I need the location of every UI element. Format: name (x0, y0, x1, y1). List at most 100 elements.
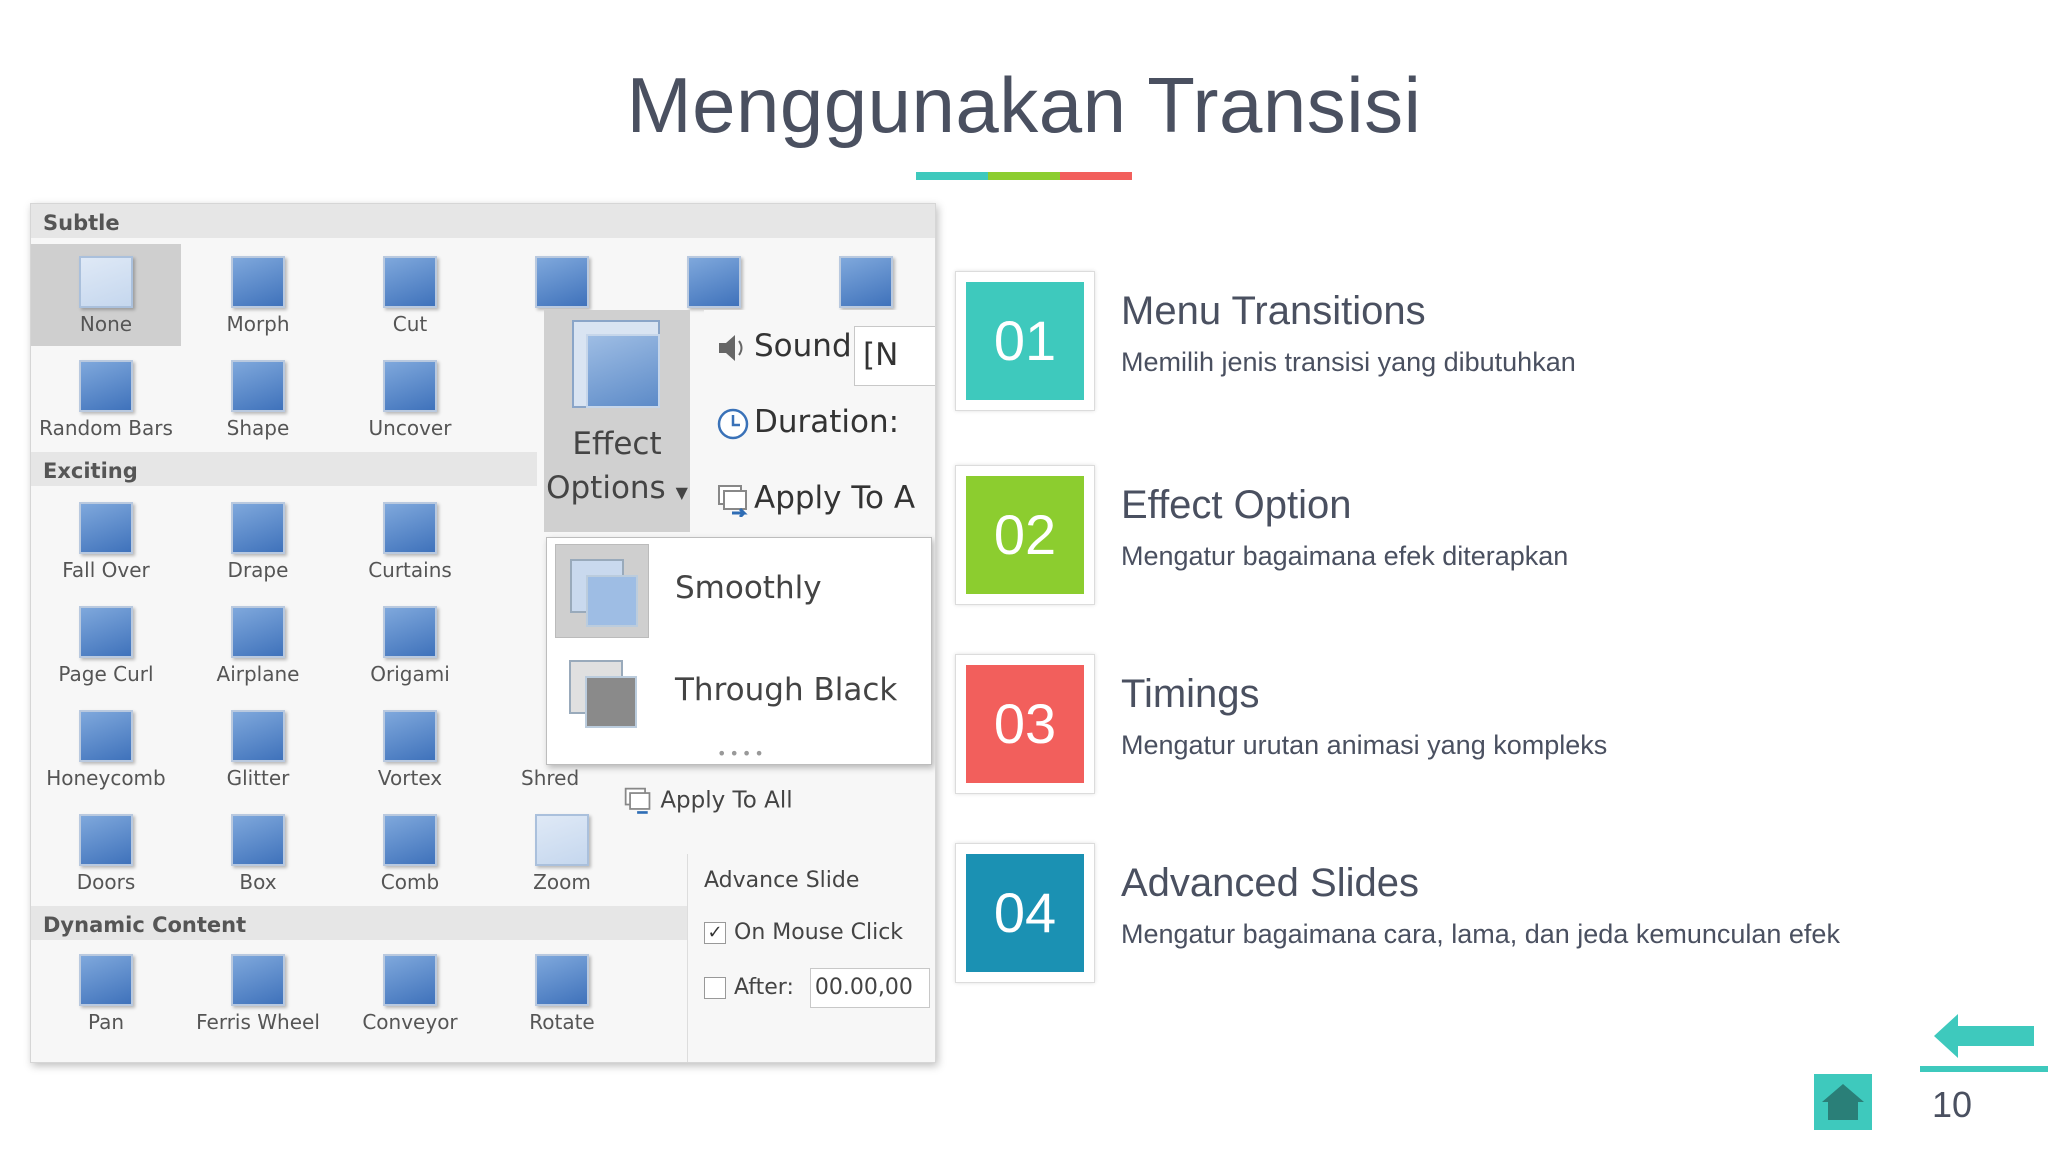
gallery-item-box[interactable]: Box (183, 802, 333, 904)
gallery-label: Comb (380, 870, 440, 894)
gallery-item-glitter[interactable]: Glitter (183, 698, 333, 800)
smoothly-icon-front (586, 575, 638, 627)
gallery-item-partial-3[interactable] (791, 244, 935, 308)
gallery-label: Drape (227, 558, 289, 582)
item-description: Memilih jenis transisi yang dibutuhkan (1121, 347, 1576, 377)
number-badge: 04 (955, 843, 1095, 983)
gallery-label: None (79, 312, 133, 336)
gallery-item-ferris-wheel[interactable]: Ferris Wheel (183, 942, 333, 1044)
gallery-label: Box (239, 870, 277, 894)
gallery-item-conveyor[interactable]: Conveyor (335, 942, 485, 1044)
chevron-down-icon: ▼ (675, 483, 688, 502)
number-badge-square: 02 (966, 476, 1084, 594)
gallery-label: Shred (521, 766, 580, 790)
gallery-label: Origami (370, 662, 450, 686)
resize-grip-icon[interactable]: •••• (717, 744, 767, 763)
cut-icon (383, 256, 437, 308)
item-description: Mengatur urutan animasi yang kompleks (1121, 730, 1608, 760)
sound-dropdown[interactable]: [N (854, 326, 935, 386)
push-icon (687, 256, 741, 308)
gallery-item-zoom[interactable]: Zoom (487, 802, 637, 904)
sound-row[interactable]: Sound: (716, 328, 862, 365)
item-title: Effect Option (1121, 483, 1352, 527)
gallery-item-origami[interactable]: Origami (335, 594, 485, 696)
after-time-input[interactable]: 00.00,00 (809, 968, 930, 1008)
list-item: 03 Timings Mengatur urutan animasi yang … (955, 654, 2015, 794)
number-badge-square: 03 (966, 665, 1084, 783)
gallery-item-curtains[interactable]: Curtains (335, 490, 485, 592)
gallery-item-comb[interactable]: Comb (335, 802, 485, 904)
gallery-label: Glitter (226, 766, 290, 790)
shape-icon (231, 360, 285, 412)
gallery-label: Uncover (368, 416, 452, 440)
apply-to-label: Apply To A (754, 480, 916, 516)
sound-label: Sound: (754, 328, 863, 364)
gallery-item-partial-2[interactable] (639, 244, 789, 308)
effect-options-button[interactable]: Effect Options ▼ (544, 310, 690, 532)
section-subtle: Subtle (31, 204, 935, 238)
gallery-item-honeycomb[interactable]: Honeycomb (31, 698, 181, 800)
gallery-label: Honeycomb (46, 766, 166, 790)
effect-options-label-2-text: Options (546, 470, 666, 506)
gallery-item-rotate[interactable]: Rotate (487, 942, 637, 1044)
gallery-label: Doors (76, 870, 136, 894)
gallery-item-morph[interactable]: Morph (183, 244, 333, 346)
apply-to-all-label: Apply To All (660, 787, 793, 814)
gallery-item-vortex[interactable]: Vortex (335, 698, 485, 800)
gallery-label: Random Bars (39, 416, 173, 440)
slide-title: Menggunakan Transisi (626, 61, 1422, 149)
title-underline (916, 172, 1132, 180)
duration-label: Duration: (754, 404, 900, 440)
list-item: 04 Advanced Slides Mengatur bagaimana ca… (955, 843, 2015, 983)
checkbox-icon (704, 977, 726, 999)
gallery-label: Page Curl (58, 662, 154, 686)
gallery-item-fall-over[interactable]: Fall Over (31, 490, 181, 592)
gallery-item-none[interactable]: None (31, 244, 181, 346)
gallery-item-doors[interactable]: Doors (31, 802, 181, 904)
arrow-left-icon[interactable] (1934, 1014, 2034, 1058)
gallery-item-airplane[interactable]: Airplane (183, 594, 333, 696)
apply-to-all-button[interactable]: Apply To All (623, 786, 793, 816)
list-item: 01 Menu Transitions Memilih jenis transi… (955, 271, 2015, 411)
gallery-item-shape[interactable]: Shape (183, 348, 333, 450)
timing-group: Sound: [N Duration: Apply To A (704, 310, 935, 540)
effect-options-menu: Smoothly Through Black •••• (546, 537, 932, 765)
uncover-icon (383, 360, 437, 412)
on-mouse-click-checkbox[interactable]: ✓On Mouse Click (704, 920, 903, 945)
number-badge: 03 (955, 654, 1095, 794)
drape-icon (231, 502, 285, 554)
menu-item-smoothly[interactable]: Smoothly (549, 540, 929, 640)
gallery-item-shred[interactable]: Shred (521, 698, 591, 800)
after-checkbox[interactable]: After:00.00,00 (704, 968, 930, 1008)
gallery-item-random-bars[interactable]: Random Bars (31, 348, 181, 450)
gallery-item-page-curl[interactable]: Page Curl (31, 594, 181, 696)
number-badge: 02 (955, 465, 1095, 605)
gallery-item-uncover[interactable]: Uncover (335, 348, 485, 450)
gallery-item-partial-1[interactable] (487, 244, 637, 308)
apply-to-row[interactable]: Apply To A (716, 480, 915, 517)
duration-row[interactable]: Duration: (716, 404, 899, 441)
advance-slide-group: Advance Slide ✓On Mouse Click After:00.0… (687, 854, 935, 1062)
gallery-item-pan[interactable]: Pan (31, 942, 181, 1044)
random-bars-icon (79, 360, 133, 412)
item-description: Mengatur bagaimana cara, lama, dan jeda … (1121, 919, 1840, 949)
home-icon[interactable] (1814, 1074, 1872, 1130)
gallery-label: Rotate (529, 1010, 595, 1034)
pan-icon (79, 954, 133, 1006)
item-title: Timings (1121, 672, 1260, 716)
list-item: 02 Effect Option Mengatur bagaimana efek… (955, 465, 2015, 605)
conveyor-icon (383, 954, 437, 1006)
box-icon (231, 814, 285, 866)
menu-item-through-black[interactable]: Through Black (549, 642, 929, 742)
page-number: 10 (1932, 1084, 1973, 1125)
gallery-item-drape[interactable]: Drape (183, 490, 333, 592)
gallery-item-cut[interactable]: Cut (335, 244, 485, 346)
glitter-icon (231, 710, 285, 762)
speaker-icon (719, 334, 743, 361)
honeycomb-icon (79, 710, 133, 762)
gallery-label: Fall Over (62, 558, 150, 582)
item-title: Advanced Slides (1121, 861, 1419, 905)
nav-divider (1920, 1066, 2048, 1072)
gallery-label: Cut (392, 312, 428, 336)
rotate-icon (535, 954, 589, 1006)
